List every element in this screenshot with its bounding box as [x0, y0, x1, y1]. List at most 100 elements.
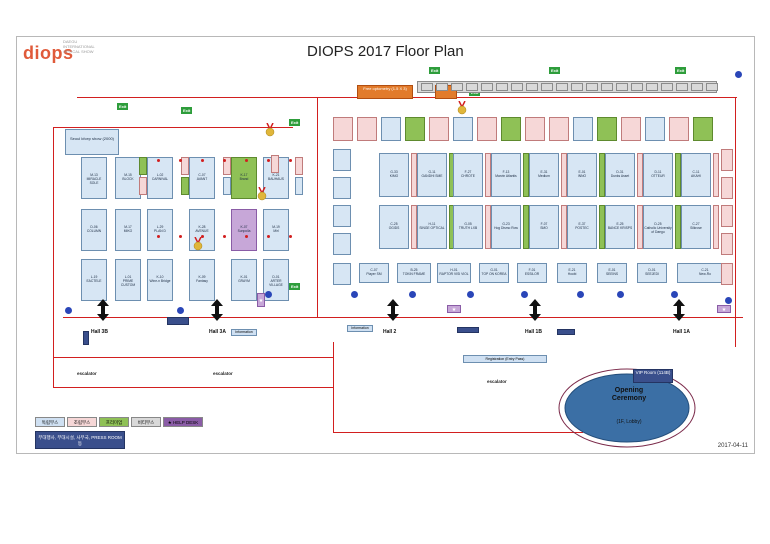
small-booth[interactable] — [271, 155, 279, 173]
small-booth[interactable] — [721, 149, 733, 171]
small-booth[interactable] — [713, 205, 719, 249]
small-booth[interactable] — [523, 153, 529, 197]
small-booth[interactable] — [333, 117, 353, 141]
small-booth[interactable] — [549, 117, 569, 141]
small-booth[interactable] — [599, 153, 605, 197]
small-booth[interactable] — [223, 157, 231, 175]
registration-desk[interactable]: Registration (Entry Pass) — [463, 355, 547, 363]
small-booth[interactable] — [181, 177, 189, 195]
small-booth[interactable] — [586, 83, 598, 91]
help-desk-star-icon[interactable]: ★ — [447, 305, 461, 313]
small-booth[interactable] — [333, 233, 351, 255]
small-booth[interactable] — [421, 83, 433, 91]
small-booth[interactable] — [721, 205, 733, 227]
small-booth[interactable] — [295, 177, 303, 195]
small-booth[interactable] — [646, 83, 658, 91]
small-booth[interactable] — [333, 263, 351, 285]
small-booth[interactable] — [721, 177, 733, 199]
small-booth[interactable] — [691, 83, 703, 91]
small-booth[interactable] — [496, 83, 508, 91]
small-booth[interactable] — [721, 263, 733, 285]
free-optometry-booth[interactable]: Free optometry (1.5 X 3) — [357, 85, 413, 99]
small-booth[interactable] — [621, 117, 641, 141]
small-booth[interactable] — [405, 117, 425, 141]
small-booth[interactable] — [599, 205, 605, 249]
small-booth[interactable] — [601, 83, 613, 91]
small-booth[interactable] — [429, 117, 449, 141]
small-booth[interactable] — [661, 83, 673, 91]
small-booth[interactable] — [616, 83, 628, 91]
small-booth[interactable] — [637, 153, 643, 197]
information-desk[interactable]: Information — [347, 325, 373, 332]
small-booth[interactable] — [523, 205, 529, 249]
small-booth[interactable] — [501, 117, 521, 141]
small-booth[interactable] — [333, 149, 351, 171]
help-desk-star-icon[interactable]: ★ — [717, 305, 731, 313]
information-desk[interactable]: Information — [231, 329, 257, 336]
small-booth[interactable] — [381, 117, 401, 141]
small-booth[interactable] — [571, 83, 583, 91]
small-booth[interactable] — [561, 205, 567, 249]
small-booth[interactable] — [631, 83, 643, 91]
small-booth[interactable] — [436, 83, 448, 91]
small-booth[interactable] — [541, 83, 553, 91]
small-booth[interactable] — [526, 83, 538, 91]
small-booth[interactable] — [411, 153, 417, 197]
small-booth[interactable] — [181, 157, 189, 175]
small-booth[interactable] — [333, 177, 351, 199]
small-booth[interactable] — [485, 153, 491, 197]
small-booth[interactable] — [466, 83, 478, 91]
small-booth[interactable] — [675, 205, 681, 249]
small-booth[interactable] — [556, 83, 568, 91]
small-booth[interactable] — [675, 153, 681, 197]
small-booth[interactable] — [676, 83, 688, 91]
small-booth[interactable] — [139, 157, 147, 175]
small-booth[interactable] — [597, 117, 617, 141]
small-booth[interactable] — [333, 205, 351, 227]
small-booth[interactable] — [713, 153, 719, 197]
small-booth[interactable] — [511, 83, 523, 91]
small-booth[interactable] — [645, 117, 665, 141]
small-booth[interactable] — [561, 153, 567, 197]
small-booth[interactable] — [721, 233, 733, 255]
vip-room[interactable]: VIP Room (114B) — [633, 369, 673, 383]
small-booth[interactable] — [357, 117, 377, 141]
small-booth[interactable] — [706, 83, 718, 91]
small-booth[interactable] — [573, 117, 593, 141]
small-booth[interactable] — [451, 83, 463, 91]
small-booth[interactable] — [139, 177, 147, 195]
small-booth[interactable] — [223, 177, 231, 195]
small-booth[interactable] — [295, 157, 303, 175]
small-booth[interactable] — [481, 83, 493, 91]
